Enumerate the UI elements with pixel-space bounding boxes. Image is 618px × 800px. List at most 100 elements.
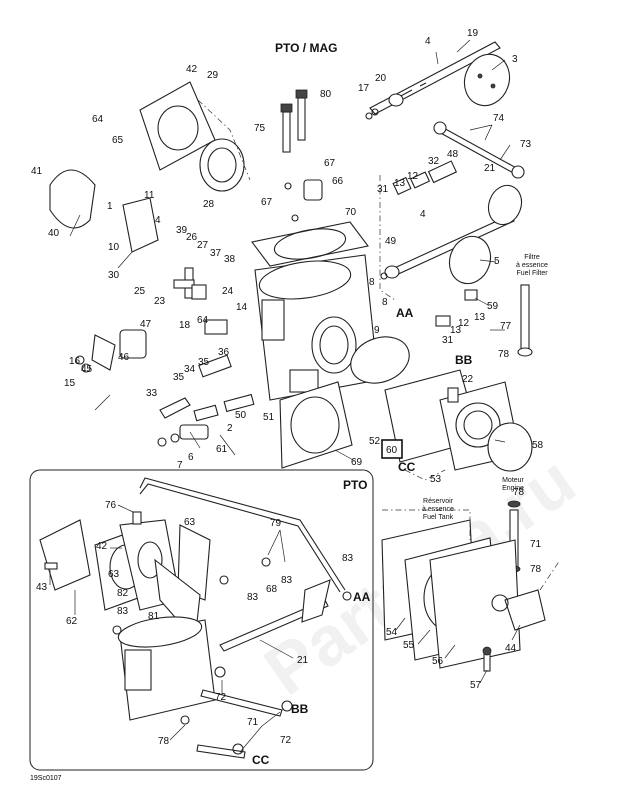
svg-text:12: 12 (407, 171, 419, 182)
svg-text:2: 2 (227, 423, 233, 434)
svg-text:67: 67 (261, 197, 273, 208)
small-parts-upper (75, 160, 478, 447)
svg-text:31: 31 (377, 184, 389, 195)
svg-text:24: 24 (222, 286, 234, 297)
svg-text:80: 80 (320, 89, 332, 100)
svg-text:81: 81 (148, 611, 160, 622)
svg-text:68: 68 (266, 584, 278, 595)
svg-text:1: 1 (107, 201, 113, 212)
fitting-66 (284, 179, 323, 222)
svg-text:à essence: à essence (516, 262, 548, 269)
svg-text:78: 78 (530, 564, 542, 575)
svg-text:73: 73 (520, 139, 532, 150)
svg-text:12: 12 (458, 318, 470, 329)
svg-text:Fuel Filter: Fuel Filter (516, 270, 548, 277)
note-fuel-tank: Réservoir à essence Fuel Tank (422, 498, 454, 521)
svg-text:CC: CC (398, 460, 416, 474)
svg-text:35: 35 (198, 357, 210, 368)
svg-text:6: 6 (188, 452, 194, 463)
svg-text:57: 57 (470, 680, 482, 691)
callouts-lower: 76 63 79 42 83 83 63 68 43 82 83 83 81 6… (36, 500, 517, 747)
svg-text:82: 82 (117, 588, 129, 599)
svg-text:64: 64 (197, 315, 209, 326)
svg-text:58: 58 (532, 440, 544, 451)
throttle-shaft-top (365, 41, 511, 120)
svg-text:17: 17 (358, 83, 370, 94)
screws-75-80 (280, 89, 308, 153)
svg-text:71: 71 (247, 717, 259, 728)
svg-text:64: 64 (92, 114, 104, 125)
svg-text:54: 54 (386, 627, 398, 638)
throttle-shaft-mid (380, 184, 523, 285)
carburetor-body-upper (254, 254, 379, 401)
svg-text:56: 56 (432, 656, 444, 667)
svg-text:26: 26 (186, 232, 198, 243)
svg-text:76: 76 (105, 500, 117, 511)
svg-text:83: 83 (281, 575, 293, 586)
svg-text:13: 13 (394, 178, 406, 189)
svg-text:20: 20 (375, 73, 387, 84)
svg-text:67: 67 (324, 158, 336, 169)
callout-60: 60 (386, 445, 398, 456)
connector-labels-upper: AA BB CC (396, 306, 473, 474)
svg-text:10: 10 (108, 242, 120, 253)
svg-text:42: 42 (96, 541, 108, 552)
fuel-pump-upper (384, 369, 533, 472)
cover-40 (49, 169, 96, 229)
pump-lower-right (381, 519, 546, 672)
svg-text:79: 79 (270, 518, 282, 529)
svg-text:45: 45 (81, 364, 93, 375)
svg-text:36: 36 (218, 347, 230, 358)
svg-text:AA: AA (396, 306, 414, 320)
svg-text:72: 72 (215, 692, 227, 703)
svg-text:83: 83 (342, 553, 354, 564)
svg-text:13: 13 (474, 312, 486, 323)
leader-lines-upper (69, 39, 511, 462)
svg-text:7: 7 (177, 460, 183, 471)
note-engine: Moteur Engine (502, 477, 524, 492)
svg-text:50: 50 (235, 410, 247, 421)
heading-pto-mag: PTO / MAG (275, 41, 337, 55)
svg-text:32: 32 (428, 156, 440, 167)
fuel-filter-77 (517, 284, 533, 357)
gasket-9 (350, 336, 410, 384)
bracket-30 (122, 197, 159, 253)
leader-lines-lower (49, 504, 521, 753)
svg-text:27: 27 (197, 240, 209, 251)
svg-text:Réservoir: Réservoir (423, 498, 454, 505)
svg-text:78: 78 (158, 736, 170, 747)
svg-text:30: 30 (108, 270, 120, 281)
svg-text:13: 13 (450, 325, 462, 336)
svg-text:à essence: à essence (422, 506, 454, 513)
svg-text:37: 37 (210, 248, 222, 259)
svg-text:70: 70 (345, 207, 357, 218)
note-fuel-filter: Filtre à essence Fuel Filter (516, 254, 548, 277)
svg-text:69: 69 (351, 457, 363, 468)
svg-text:25: 25 (134, 286, 146, 297)
svg-text:BB: BB (291, 702, 309, 716)
figure-code: 19Sc0107 (30, 775, 62, 782)
svg-text:47: 47 (140, 319, 152, 330)
svg-text:Moteur: Moteur (502, 477, 524, 484)
callouts-upper: 19 4 3 20 17 74 73 48 32 21 12 13 31 4 4… (31, 28, 544, 575)
svg-text:48: 48 (447, 149, 459, 160)
svg-text:61: 61 (216, 444, 228, 455)
svg-text:3: 3 (512, 54, 518, 65)
svg-text:43: 43 (36, 582, 48, 593)
svg-text:8: 8 (382, 297, 388, 308)
svg-text:4: 4 (420, 209, 426, 220)
pto-inset-frame (29, 469, 374, 771)
svg-text:72: 72 (280, 735, 292, 746)
svg-text:38: 38 (224, 254, 236, 265)
svg-text:65: 65 (112, 135, 124, 146)
svg-text:75: 75 (254, 123, 266, 134)
svg-text:Engine: Engine (502, 485, 524, 492)
svg-text:21: 21 (484, 163, 496, 174)
svg-text:15: 15 (64, 378, 76, 389)
svg-text:63: 63 (184, 517, 196, 528)
svg-text:74: 74 (493, 113, 505, 124)
svg-text:71: 71 (530, 539, 542, 550)
svg-text:53: 53 (430, 474, 442, 485)
svg-text:21: 21 (297, 655, 309, 666)
svg-text:BB: BB (455, 353, 473, 367)
